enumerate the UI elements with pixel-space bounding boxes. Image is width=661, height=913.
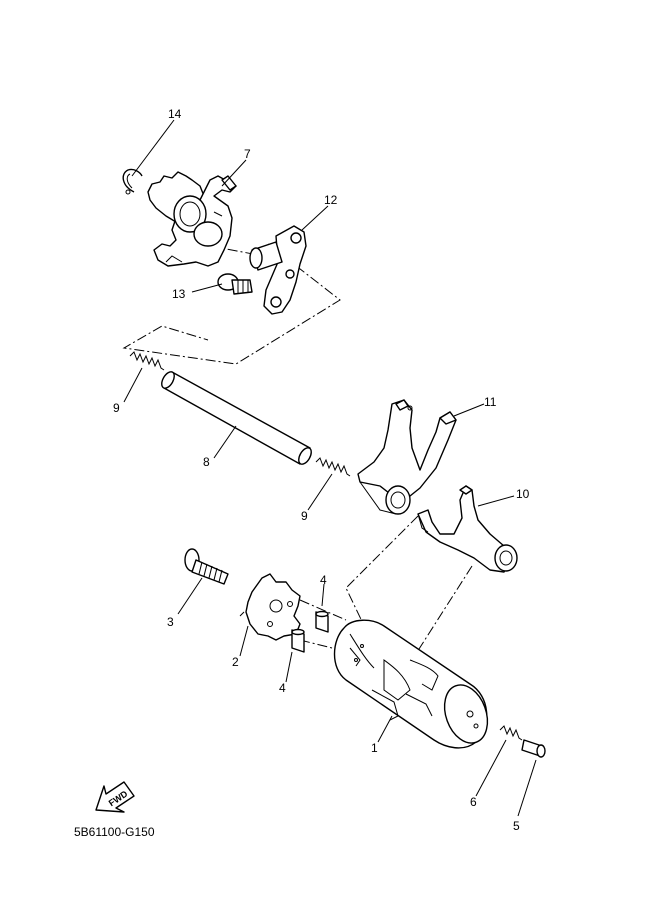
- screw-part-3: [184, 548, 229, 585]
- callout-13: 13: [172, 287, 186, 301]
- leader-lines: [123, 119, 537, 817]
- callout-12: 12: [324, 193, 338, 207]
- callout-10: 10: [516, 487, 530, 501]
- assembly-guide-lines: [122, 243, 473, 685]
- callout-5: 5: [513, 819, 520, 833]
- segment-part-2: [239, 573, 301, 641]
- callout-4-lower: 4: [279, 681, 286, 695]
- guide-bar-part-8: [161, 371, 312, 465]
- diagram-code: 5B61100-G150: [74, 825, 155, 839]
- shift-drum-part-1: [333, 619, 489, 749]
- bolt-part-13: [217, 273, 253, 295]
- fwd-arrow-icon: FWD: [95, 781, 135, 813]
- callout-6: 6: [470, 795, 477, 809]
- pin-part-5: [521, 739, 546, 758]
- callout-9-lower: 9: [301, 509, 308, 523]
- callout-labels: 14 7 12 13 9 8 11 10 9 4 3 2 4 1 6 5: [113, 107, 530, 833]
- shift-guide-part-7: [147, 171, 237, 267]
- shift-fork-part-11: [357, 399, 457, 515]
- dowel-pin-part-4-upper: [315, 610, 329, 633]
- circlip-part-14: [122, 168, 143, 195]
- callout-2: 2: [232, 655, 239, 669]
- callout-11: 11: [484, 395, 497, 409]
- spring-part-6: [499, 725, 523, 741]
- callout-1: 1: [371, 741, 378, 755]
- shift-arm-part-12: [249, 225, 307, 315]
- callout-9-upper: 9: [113, 401, 120, 415]
- callout-4-upper: 4: [320, 573, 327, 587]
- callout-3: 3: [167, 615, 174, 629]
- dowel-pin-part-4-lower: [291, 628, 305, 653]
- shift-fork-part-10: [417, 485, 518, 573]
- callout-14: 14: [168, 107, 182, 121]
- spring-part-9-upper: [129, 351, 165, 371]
- callout-7: 7: [244, 147, 251, 161]
- callout-8: 8: [203, 455, 210, 469]
- spring-part-9-lower: [315, 457, 351, 477]
